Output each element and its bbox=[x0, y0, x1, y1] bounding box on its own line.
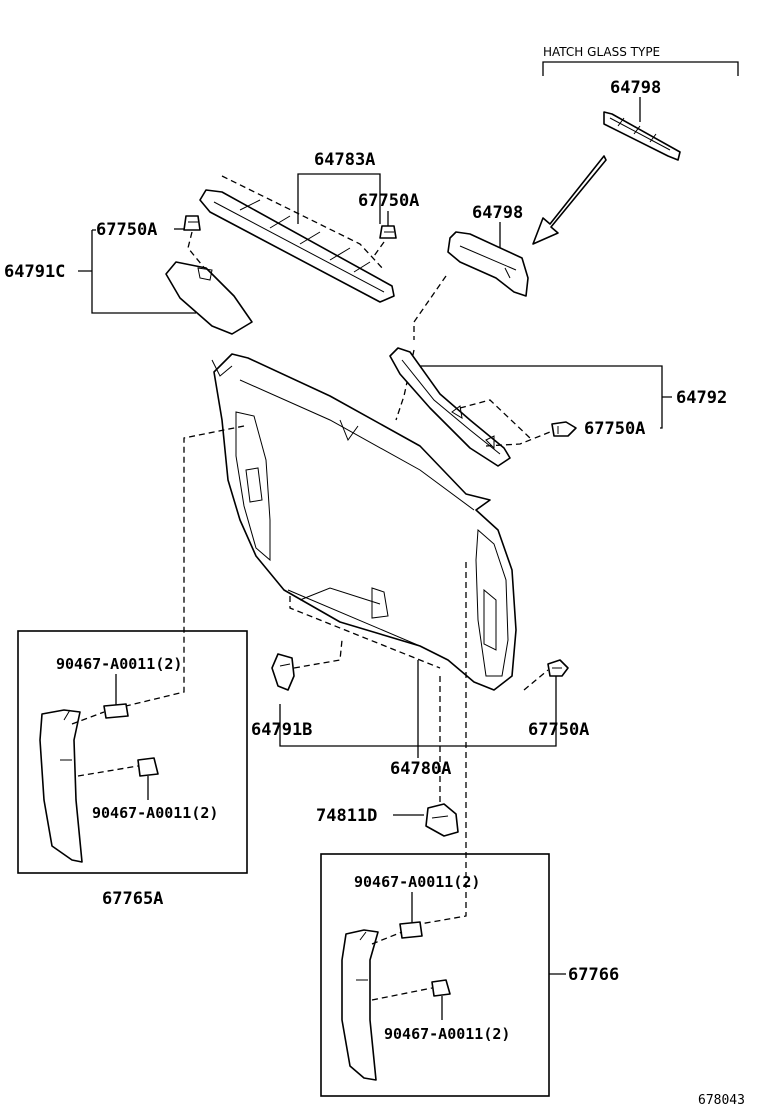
clip-icon bbox=[379, 225, 397, 239]
label-clip-right-top: 90467-A0011(2) bbox=[354, 873, 480, 891]
box-67766 bbox=[320, 853, 550, 1097]
clip-icon bbox=[399, 921, 423, 939]
label-67750A-right: 67750A bbox=[584, 419, 645, 439]
clip-icon bbox=[183, 215, 201, 231]
label-64798: 64798 bbox=[472, 203, 523, 223]
dash-64798 bbox=[413, 275, 447, 340]
dash-67766-clips bbox=[371, 931, 433, 1001]
dash-64791B bbox=[289, 596, 441, 669]
label-64780A: 64780A bbox=[390, 759, 451, 779]
part-64780A-door-trim bbox=[211, 353, 517, 691]
leader-64791C bbox=[78, 229, 196, 314]
label-67750A-upper-left: 67750A bbox=[96, 220, 157, 240]
part-74811D-cover bbox=[425, 803, 459, 837]
label-64783A: 64783A bbox=[314, 150, 375, 170]
label-64792: 64792 bbox=[676, 388, 727, 408]
dash-67750A-lower bbox=[523, 669, 549, 691]
leader-64792 bbox=[412, 365, 672, 429]
clip-icon bbox=[547, 659, 569, 677]
label-67750A-lower: 67750A bbox=[528, 720, 589, 740]
clip-icon bbox=[551, 421, 577, 437]
part-64783A-upper-garnish bbox=[199, 189, 395, 303]
label-64791B: 64791B bbox=[251, 720, 312, 740]
arrow-icon bbox=[532, 155, 607, 245]
label-clip-right-bottom: 90467-A0011(2) bbox=[384, 1025, 510, 1043]
label-67766: 67766 bbox=[568, 965, 619, 985]
dash-67750A-upper-left bbox=[187, 231, 207, 271]
part-64791B-pad bbox=[271, 653, 295, 691]
part-64791C-trim bbox=[165, 261, 253, 335]
part-67765A-trim bbox=[39, 709, 83, 863]
leader-64783A bbox=[297, 173, 381, 224]
label-74811D: 74811D bbox=[316, 806, 377, 826]
part-67766-trim bbox=[341, 929, 379, 1081]
dash-left-box bbox=[125, 425, 245, 707]
part-64798-cover bbox=[447, 231, 529, 297]
box-67765A bbox=[17, 630, 248, 874]
dash-64792-clips bbox=[459, 399, 551, 447]
dash-64783A bbox=[221, 175, 385, 271]
dash-67765A-clips bbox=[71, 711, 139, 777]
dash-67750A-upper-right bbox=[373, 241, 385, 257]
note-bracket bbox=[542, 61, 739, 76]
figure-number: 678043 bbox=[698, 1093, 745, 1108]
clip-icon bbox=[103, 703, 129, 719]
label-67750A-upper-right: 67750A bbox=[358, 191, 419, 211]
label-64791C: 64791C bbox=[4, 262, 65, 282]
dash-right-box bbox=[419, 562, 467, 925]
clip-icon bbox=[137, 757, 159, 777]
part-64792-side-garnish bbox=[389, 347, 511, 467]
label-clip-left-bottom: 90467-A0011(2) bbox=[92, 804, 218, 822]
label-67765A: 67765A bbox=[102, 889, 163, 909]
part-64798-hatch-strip bbox=[603, 111, 681, 161]
label-clip-left-top: 90467-A0011(2) bbox=[56, 655, 182, 673]
note-hatch-glass-type: HATCH GLASS TYPE bbox=[543, 45, 660, 59]
clip-icon bbox=[431, 979, 451, 997]
label-64798-hatch: 64798 bbox=[610, 78, 661, 98]
